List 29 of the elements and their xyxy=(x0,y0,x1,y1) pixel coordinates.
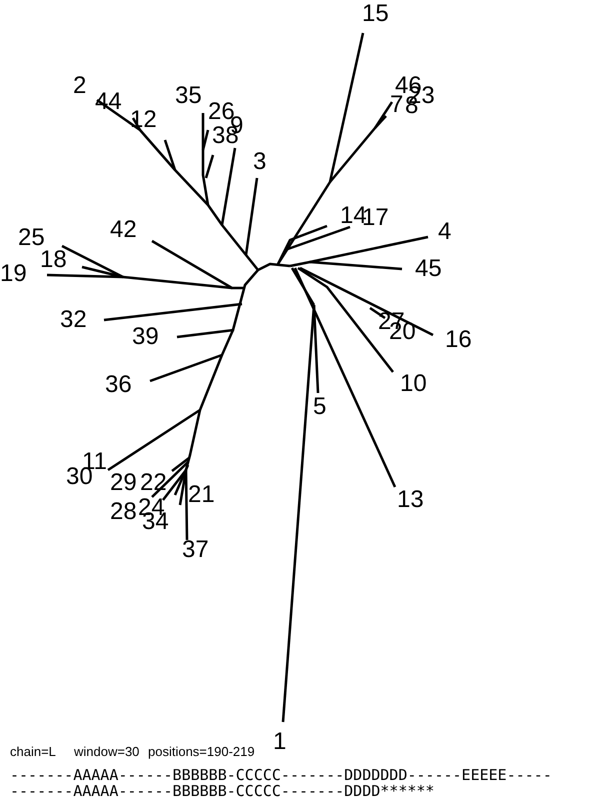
leaf-label: 39 xyxy=(132,325,159,349)
leaf-label: 1 xyxy=(273,730,286,754)
leaf-label: 10 xyxy=(400,372,427,396)
sequence-line: -------AAAAA------BBBBBB-CCCCC-------DDDDDDD------EEEEE----- xyxy=(10,768,552,783)
leaf-label: 45 xyxy=(415,257,442,281)
leaf-label: 21 xyxy=(188,483,215,507)
leaf-label: 28 xyxy=(110,500,137,524)
leaf-label: 25 xyxy=(18,226,45,250)
parameter-text: positions=190-219 xyxy=(148,745,255,758)
leaf-label: 3 xyxy=(253,150,266,174)
leaf-label: 15 xyxy=(362,2,389,26)
leaf-label: 42 xyxy=(110,218,137,242)
leaf-label: 37 xyxy=(182,538,209,562)
leaf-label: 32 xyxy=(60,308,87,332)
leaf-label: 5 xyxy=(313,395,326,419)
leaf-label: 13 xyxy=(397,488,424,512)
leaf-label: 36 xyxy=(105,373,132,397)
leaf-label: 35 xyxy=(175,84,202,108)
leaf-label: 16 xyxy=(445,328,472,352)
leaf-label: 2 xyxy=(73,74,86,98)
leaf-label: 18 xyxy=(40,248,67,272)
leaf-label: 7 xyxy=(390,93,404,117)
parameter-text: window=30 xyxy=(74,745,140,758)
sequence-line: -------AAAAA------BBBBBB-CCCCC-------DDDD****** xyxy=(10,784,434,799)
leaf-label: 22 xyxy=(140,471,167,495)
leaf-label: 4 xyxy=(438,220,452,244)
parameter-text: chain=L xyxy=(10,745,56,758)
leaf-label: 29 xyxy=(110,471,137,495)
leaf-label: 19 xyxy=(0,262,27,286)
